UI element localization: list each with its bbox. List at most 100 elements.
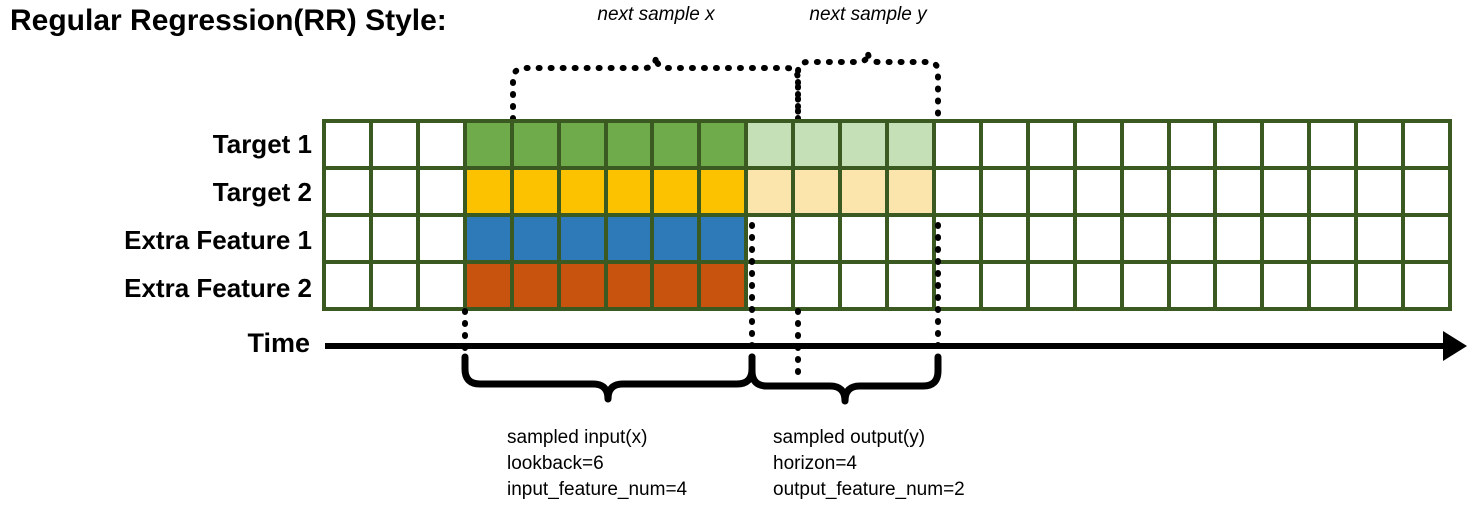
grid-cell [1217, 264, 1261, 307]
grid-cell [1029, 170, 1073, 213]
grid-cell [842, 170, 885, 213]
grid-cell [560, 217, 604, 260]
row-label-extra-feature-1: Extra Feature 1 [124, 225, 312, 255]
grid-cell [1405, 217, 1448, 260]
grid-cell [466, 217, 510, 260]
grid-cell [419, 264, 463, 307]
grid-cell [748, 123, 792, 166]
grid-cell [513, 217, 557, 260]
grid-cell [1076, 217, 1120, 260]
grid-cell [607, 217, 651, 260]
grid-cell [372, 264, 416, 307]
grid-cell [654, 170, 698, 213]
row-label-target-2: Target 2 [212, 177, 312, 207]
time-axis-line [325, 343, 1445, 349]
grid-cell [513, 264, 557, 307]
grid-cell [513, 170, 557, 213]
grid-cell [466, 170, 510, 213]
grid-cell [326, 217, 369, 260]
grid-cell [1217, 217, 1261, 260]
grid-cell [1123, 170, 1167, 213]
grid-cell [1311, 123, 1355, 166]
grid-cell [607, 123, 651, 166]
bottom-solid-braces [461, 353, 942, 405]
grid-cell [607, 264, 651, 307]
grid-cell [654, 217, 698, 260]
grid-cell [748, 264, 792, 307]
grid-cell [1405, 170, 1448, 213]
grid-cell [1123, 217, 1167, 260]
grid-cell [1076, 264, 1120, 307]
grid-cell [654, 264, 698, 307]
grid-cell [889, 170, 932, 213]
grid-cell [419, 123, 463, 166]
grid-cell [1170, 264, 1214, 307]
grid-cell [1029, 264, 1073, 307]
grid-cell [982, 264, 1026, 307]
next-sample-y-label: next sample y [809, 4, 927, 25]
top-dotted-braces [510, 51, 941, 122]
grid-cell [466, 123, 510, 166]
grid-cell [1170, 217, 1214, 260]
time-axis-label: Time [247, 328, 310, 358]
grid-cell [1123, 123, 1167, 166]
grid-cell [1029, 217, 1073, 260]
row-label-target-1: Target 1 [212, 129, 312, 159]
grid-cell [795, 170, 839, 213]
grid-cell [654, 123, 698, 166]
grid-cell [701, 170, 745, 213]
grid-cell [1358, 264, 1402, 307]
grid-cell [1264, 170, 1308, 213]
grid-cell [982, 170, 1026, 213]
grid-cell [560, 123, 604, 166]
grid-cell [1076, 123, 1120, 166]
grid-cell [1076, 170, 1120, 213]
grid-cell [419, 217, 463, 260]
grid-cell [935, 217, 979, 260]
grid-cell [607, 170, 651, 213]
grid-cell [1123, 264, 1167, 307]
grid-cell [748, 217, 792, 260]
grid-cell [1264, 264, 1308, 307]
grid-cell [560, 170, 604, 213]
grid-cell [372, 170, 416, 213]
grid-cell [935, 123, 979, 166]
grid-cell [1170, 123, 1214, 166]
grid-cell [982, 123, 1026, 166]
grid-cell [701, 123, 745, 166]
grid-cell [1311, 217, 1355, 260]
grid-cell [842, 217, 885, 260]
grid-cell [701, 217, 745, 260]
grid-cell [795, 264, 839, 307]
grid-cell [982, 217, 1026, 260]
grid-cell [701, 264, 745, 307]
grid-cell [1358, 123, 1402, 166]
grid-cell [560, 264, 604, 307]
grid-cell [935, 264, 979, 307]
grid-cell [1217, 170, 1261, 213]
timeseries-grid [322, 119, 1452, 311]
grid-cell [326, 170, 369, 213]
grid-cell [1264, 123, 1308, 166]
grid-cell [889, 123, 932, 166]
grid-cell [795, 217, 839, 260]
sampled-output-caption: sampled output(y) horizon=4 output_featu… [773, 427, 965, 501]
grid-cell [419, 170, 463, 213]
grid-cell [1358, 170, 1402, 213]
page-title: Regular Regression(RR) Style: [10, 4, 447, 37]
grid-cell [326, 264, 369, 307]
grid-cell [889, 264, 932, 307]
grid-cell [1405, 123, 1448, 166]
grid-cell [326, 123, 369, 166]
grid-cell [842, 123, 885, 166]
grid-cell [1311, 170, 1355, 213]
grid-cell [1170, 170, 1214, 213]
grid-cell [842, 264, 885, 307]
grid-cell [795, 123, 839, 166]
grid-cell [372, 123, 416, 166]
grid-cell [1311, 264, 1355, 307]
grid-cell [1029, 123, 1073, 166]
grid-cell [748, 170, 792, 213]
sampled-input-caption: sampled input(x) lookback=6 input_featur… [507, 427, 688, 501]
row-label-column: Target 1 Target 2 Extra Feature 1 Extra … [0, 119, 312, 311]
